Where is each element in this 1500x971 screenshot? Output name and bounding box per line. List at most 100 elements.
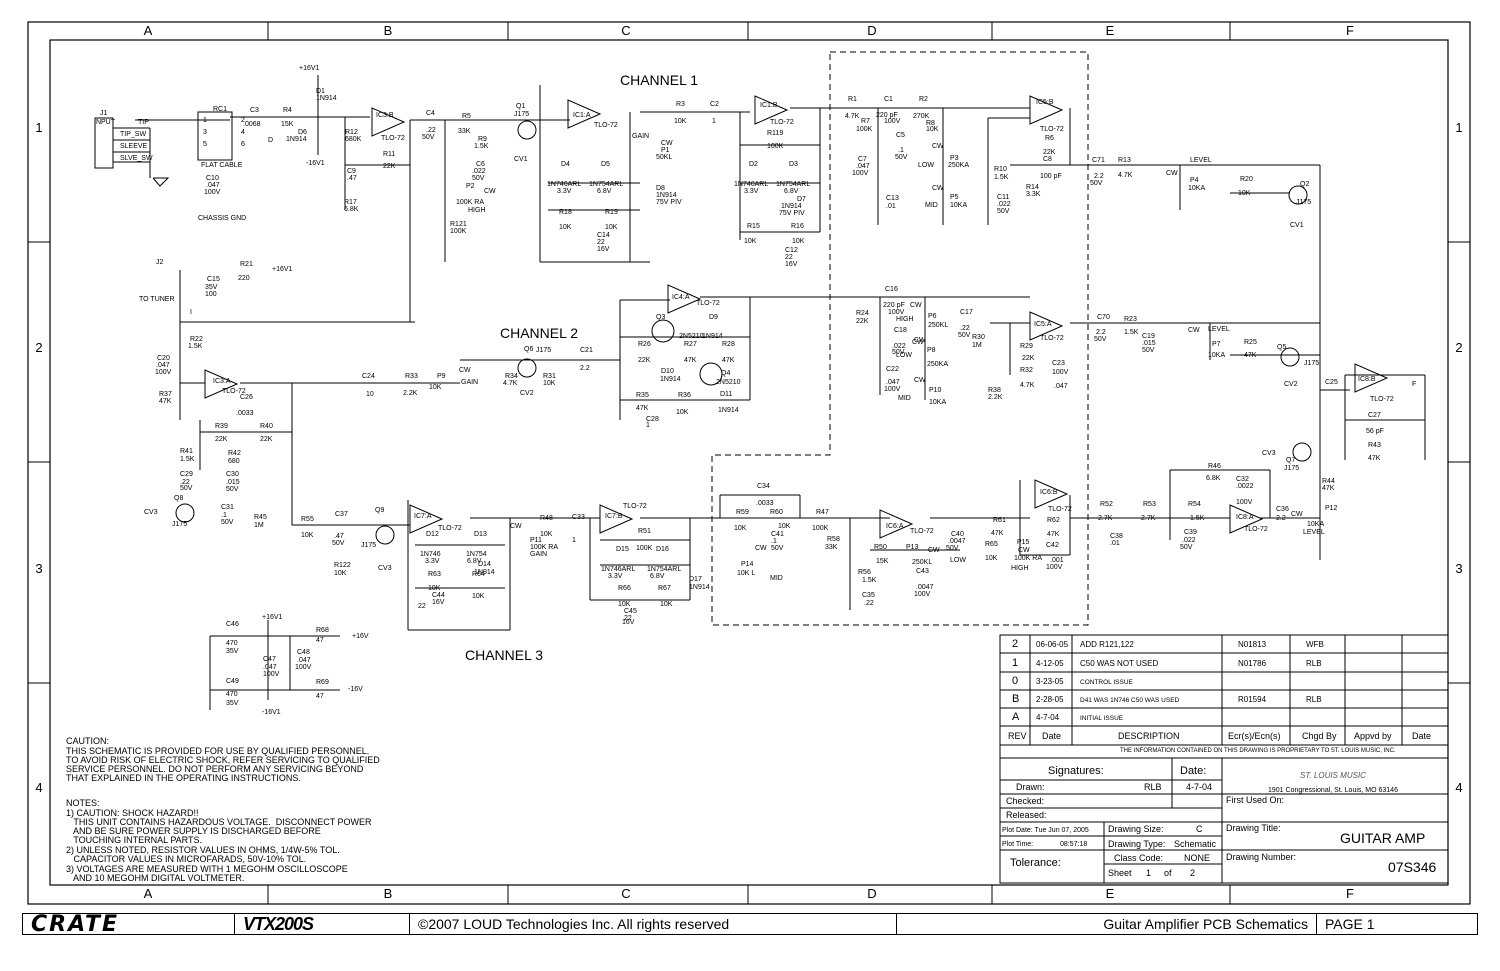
- component-label-c3: C3: [250, 107, 259, 114]
- component-label-p2: CW: [484, 188, 496, 195]
- notes-line: 1) CAUTION: SHOCK HAZARD!!: [66, 808, 199, 818]
- component-label-c29: 50V: [180, 485, 193, 492]
- component-label-d16: 6.8V: [650, 573, 665, 580]
- component-label-r53: R53: [1143, 501, 1156, 508]
- component-label-c17: 50V: [958, 332, 971, 339]
- component-label-c35: .22: [864, 600, 874, 607]
- op-amp-symbols: [204, 95, 1389, 539]
- component-label-r8: 10K: [926, 126, 939, 133]
- component-label-r60: R60: [770, 509, 783, 516]
- component-label-c3: .0068: [243, 121, 261, 128]
- component-label-c6: 50V: [472, 175, 485, 182]
- component-label-q6: Q6: [524, 346, 533, 353]
- released-label: Released:: [1006, 810, 1047, 820]
- component-label-r2: 270K: [913, 113, 930, 120]
- revision-date: 06-06-05: [1036, 640, 1069, 649]
- component-label-r47: 100K: [812, 525, 829, 532]
- component-label-r18: R18: [559, 209, 572, 216]
- component-label-c12: 16V: [785, 261, 798, 268]
- component-label-c71: C71: [1092, 157, 1105, 164]
- component-label-gain1: 50KL: [656, 154, 672, 161]
- component-label-c28: 1: [646, 422, 650, 429]
- component-label-c16: 220 pF: [883, 302, 905, 309]
- component-label-r121: R121: [450, 221, 467, 228]
- component-label-r34: R34: [505, 373, 518, 380]
- component-label-c22: .047: [886, 379, 900, 386]
- component-label-c42: .001: [1050, 557, 1064, 564]
- component-label-c41: C41: [771, 531, 784, 538]
- component-label-c4: 50V: [422, 134, 435, 141]
- component-label-c43: C43: [916, 568, 929, 575]
- component-label-ic8b: IC8:B: [1358, 376, 1376, 383]
- component-label-d2: 1N746ARL: [734, 181, 768, 188]
- component-label-ic8a: TLO-72: [1244, 526, 1268, 533]
- component-label-j1: J1: [100, 110, 108, 117]
- component-label-r29: 22K: [1022, 355, 1035, 362]
- component-label-r15: R15: [747, 223, 760, 230]
- component-label-d3: 6.8V: [784, 188, 799, 195]
- component-label-d9: D9: [709, 314, 718, 321]
- component-label-c31: 50V: [221, 519, 234, 526]
- component-label-d13: 1N754: [466, 551, 487, 558]
- component-label-r12: 680K: [345, 136, 362, 143]
- component-label-r3: 10K: [674, 118, 687, 125]
- component-label-ic1a: IC1:A: [573, 112, 591, 119]
- component-label-r61: R61: [993, 517, 1006, 524]
- component-label-c12: C12: [785, 247, 798, 254]
- grid-column-label-top: E: [1106, 23, 1115, 38]
- component-label-c32: C32: [1236, 476, 1249, 483]
- component-label-c38: C38: [1110, 533, 1123, 540]
- caution-line: THAT EXPLAINED IN THE OPERATING INSTRUCT…: [66, 773, 301, 783]
- notes-line: CAPACITOR VALUES IN MICROFARADS, 50V-10%…: [66, 854, 306, 864]
- component-label-p14: 10K L: [737, 570, 755, 577]
- component-label-d7: 75V PIV: [779, 210, 805, 217]
- component-label-c11: .022: [997, 201, 1011, 208]
- component-label-j1: SLVE_SW: [120, 155, 153, 162]
- component-label-c47: .047: [263, 664, 277, 671]
- revision-header-row: REV Date DESCRIPTION Ecr(s)/Ecn(s) Chgd …: [1008, 731, 1431, 741]
- component-label-r26: R26: [638, 341, 651, 348]
- component-label-r1: 4.7K: [845, 113, 860, 120]
- component-label-c1: C1: [884, 96, 893, 103]
- revision-rev: 1: [1012, 657, 1018, 669]
- component-label-r68: +16V1: [262, 614, 283, 621]
- component-label-c40: 50V: [946, 545, 959, 552]
- component-label-q5: Q5: [1277, 344, 1286, 351]
- revision-rev: B: [1012, 693, 1019, 705]
- component-label-r21: +16V1: [272, 266, 293, 273]
- component-label-c16: CW: [910, 302, 922, 309]
- component-label-c20: C20: [157, 355, 170, 362]
- notes-line: 3) VOLTAGES ARE MEASURED WITH 1 MEGOHM O…: [66, 864, 348, 874]
- component-label-p15: CW: [1018, 547, 1030, 554]
- component-label-p9: 10K: [429, 384, 442, 391]
- component-label-rc1: FLAT CABLE: [201, 162, 243, 169]
- component-label-c14: 16V: [597, 246, 610, 253]
- component-label-c34: C34: [757, 483, 770, 490]
- component-label-d8: D8: [656, 185, 665, 192]
- component-label-c1: 100V: [884, 118, 901, 125]
- rev-header-description: DESCRIPTION: [1118, 731, 1180, 741]
- component-label-r63: R63: [428, 571, 441, 578]
- component-label-r56: 1.5K: [862, 577, 877, 584]
- component-label-r4: R4: [283, 107, 292, 114]
- revision-rev: 0: [1012, 675, 1018, 687]
- grid-column-label-top: C: [621, 23, 630, 38]
- component-label-d10: 1N914: [660, 376, 681, 383]
- component-label-p12: LEVEL: [1303, 529, 1325, 536]
- component-label-r36: R36: [678, 392, 691, 399]
- component-label-q7: J175: [1284, 465, 1299, 472]
- revision-ecr: N01813: [1238, 640, 1267, 649]
- component-label-p14: MID: [770, 575, 783, 582]
- component-label-r58: R58: [827, 536, 840, 543]
- component-label-c39: C39: [1184, 529, 1197, 536]
- revision-by: RLB: [1306, 695, 1322, 704]
- component-label-ic7b: IC7:B: [605, 513, 623, 520]
- component-label-c19: 50V: [1142, 347, 1155, 354]
- component-label-c48: C48: [297, 649, 310, 656]
- component-label-p10: CW: [914, 377, 926, 384]
- component-label-r68: R68: [316, 627, 329, 634]
- model-name: VTX200S: [235, 914, 410, 934]
- component-label-c27: C27: [1368, 412, 1381, 419]
- component-label-c19: .015: [1142, 340, 1156, 347]
- component-label-r12: R12: [345, 129, 358, 136]
